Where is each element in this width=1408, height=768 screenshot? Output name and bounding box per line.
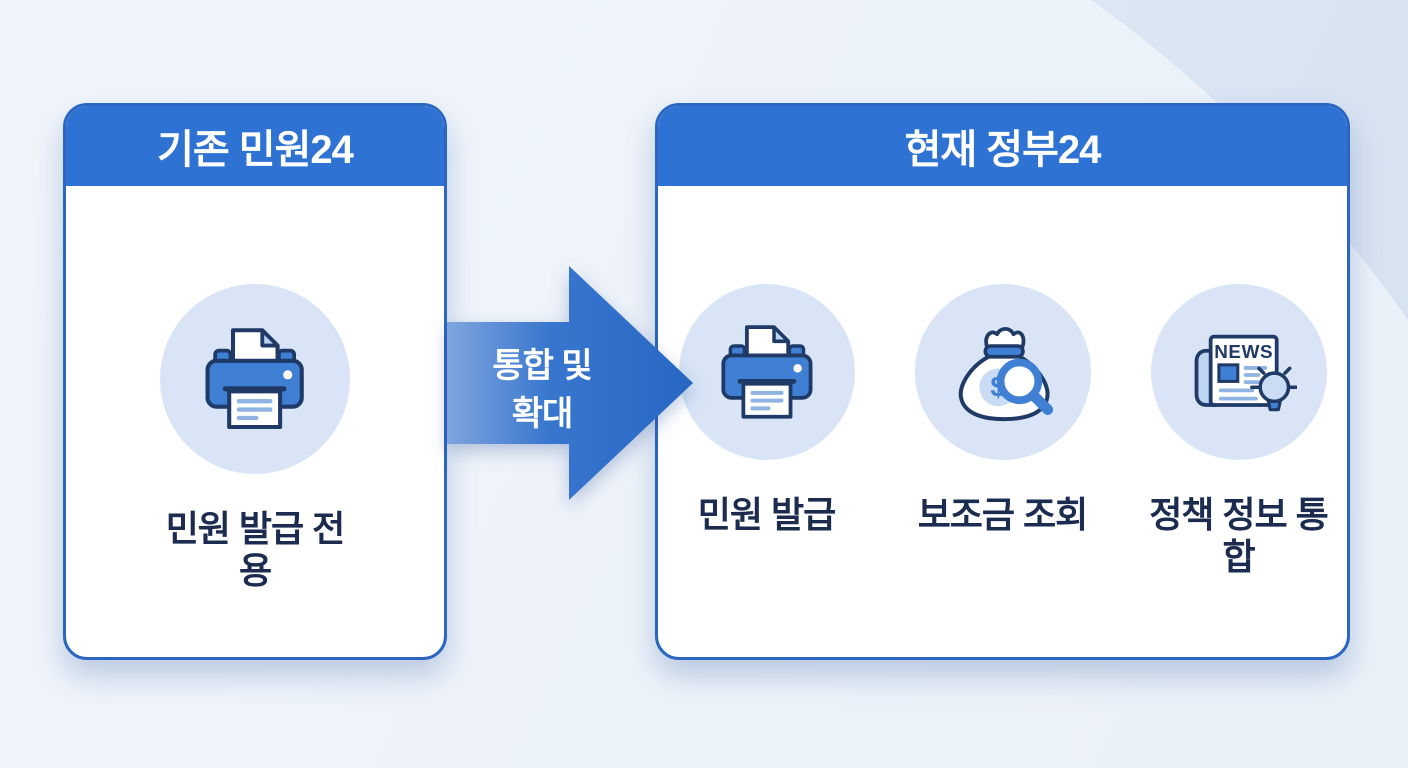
card-current-gov24: 현재 정부24 xyxy=(655,103,1350,660)
card-current-body: 민원 발급 $ 보조금 조회 xyxy=(658,186,1347,578)
feature-label: 보조금 조회 xyxy=(917,494,1089,535)
feature-label: 민원 발급 전용 xyxy=(165,508,346,591)
news-masthead: NEWS xyxy=(1214,341,1273,362)
feature-policy-news: NEWS 정책 정보 통합 xyxy=(1133,284,1345,578)
arrow-label-line2: 확대 xyxy=(511,395,574,434)
feature-document-issue-only: 민원 발급 전용 xyxy=(149,284,361,592)
subsidy-search-icon: $ xyxy=(914,284,1091,460)
feature-label: 민원 발급 xyxy=(697,494,836,535)
feature-label: 정책 정보 통합 xyxy=(1149,494,1329,577)
arrow-label-line1: 통합 및 xyxy=(492,347,592,385)
card-old-title: 기존 민원24 xyxy=(66,106,444,186)
feature-subsidy-search: $ 보조금 조회 xyxy=(897,284,1109,536)
card-old-minwon24: 기존 민원24 xyxy=(63,103,447,660)
printer-icon xyxy=(678,284,855,460)
policy-news-icon: NEWS xyxy=(1150,284,1327,460)
transition-arrow: 통합 및 확대 xyxy=(447,266,693,500)
feature-document-issue: 민원 발급 xyxy=(661,284,873,536)
printer-icon xyxy=(160,284,350,474)
arrow-shape-icon xyxy=(447,266,693,500)
card-current-title: 현재 정부24 xyxy=(658,106,1347,186)
card-old-body: 민원 발급 전용 xyxy=(66,186,444,592)
arrow-label: 통합 및 확대 xyxy=(451,342,633,439)
